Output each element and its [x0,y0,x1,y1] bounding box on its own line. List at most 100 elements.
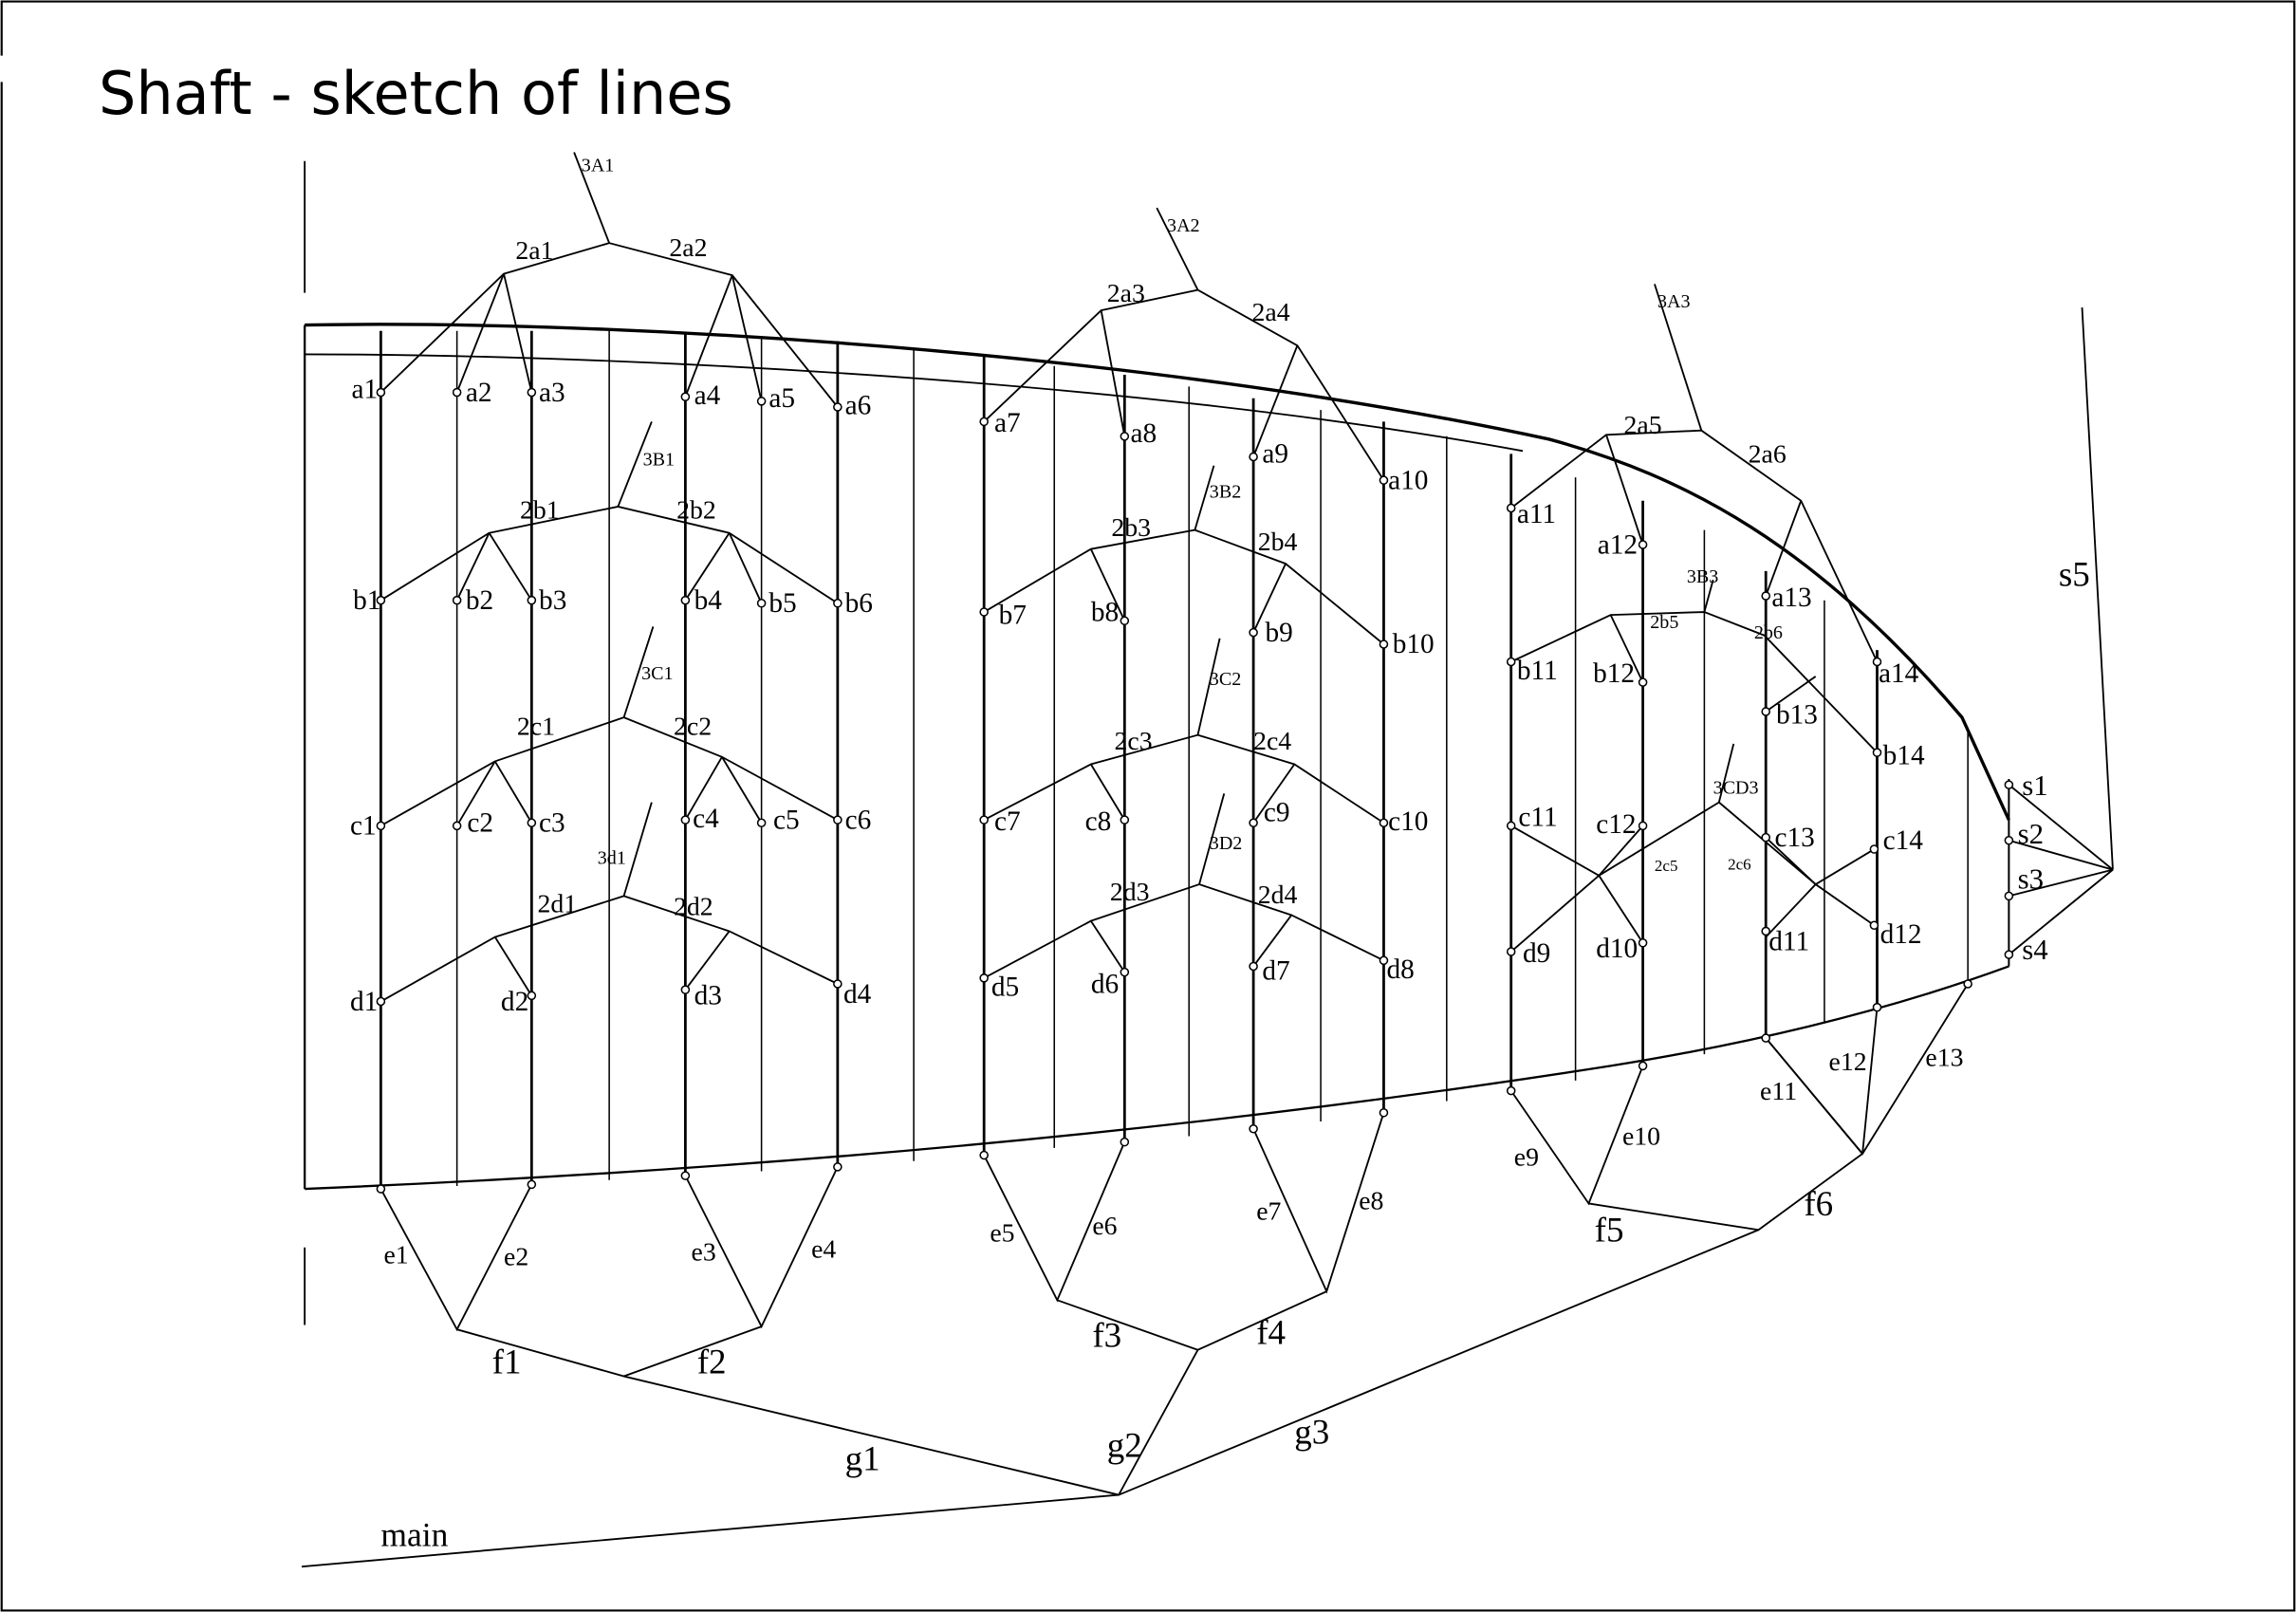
point-label-c: c5 [773,805,800,835]
point-label-s: s2 [2018,818,2044,850]
junction-point [527,1179,537,1190]
junction-point [376,595,386,605]
point-label-d: d8 [1387,954,1415,985]
point-label-f: f3 [1092,1317,1121,1356]
junction-point [1120,616,1130,626]
point-label-d: d12 [1880,919,1922,950]
point-label-third: 3A1 [582,156,615,176]
point-label-c: c4 [693,804,719,834]
point-label-second-c: 2c4 [1253,727,1291,756]
point-label-b: b3 [539,585,566,616]
point-label-e: e13 [1925,1043,1963,1072]
point-label-third: 3D2 [1210,833,1243,854]
junction-point [979,607,989,617]
junction-point [1506,947,1516,956]
point-label-a: a6 [845,391,872,421]
point-label-second-d: 2d3 [1110,878,1150,907]
point-label-c: c1 [350,811,377,842]
point-label-e: e10 [1622,1122,1660,1152]
point-label-b: b14 [1883,741,1925,771]
point-label-second-d: 2d4 [1258,880,1298,910]
junction-point [833,979,842,989]
point-label-second-b: 2b5 [1650,612,1678,633]
point-label-second-b: 2b1 [520,495,560,525]
point-label-f: f5 [1595,1212,1624,1251]
panel-verticals [380,330,1969,1190]
junction-point [756,397,767,406]
point-label-a: a3 [539,378,565,408]
junction-point [1120,967,1130,977]
junction-point [376,996,386,1007]
junction-point [1638,821,1648,831]
point-label-e: e5 [990,1219,1014,1249]
point-label-third: 3C2 [1210,669,1241,690]
junction-point [680,595,691,605]
point-label-e: e1 [383,1241,408,1270]
junction-point [1506,503,1516,513]
point-label-third: 3B3 [1687,566,1718,587]
junction-point [452,595,462,605]
junction-point [1761,591,1770,601]
junction-point [1379,955,1389,966]
point-label-c: c8 [1085,806,1112,837]
line-network [301,152,2114,1568]
point-label-second-b: 2b6 [1754,622,1783,643]
junction-point [376,387,386,398]
junction-point [1872,657,1882,667]
junction-point [756,818,767,828]
junction-point [2004,780,2014,789]
junction-point [833,1162,842,1172]
junction-point [527,595,537,605]
point-label-f: f4 [1256,1314,1286,1353]
point-label-c: c9 [1264,798,1290,828]
junction-point [1638,1061,1648,1071]
point-label-d: d7 [1262,955,1289,986]
point-label-f: f6 [1804,1185,1833,1224]
junction-point [1249,1123,1258,1134]
point-label-b: b10 [1393,629,1435,659]
junction-point [1249,627,1258,638]
point-label-e: e12 [1829,1047,1867,1077]
junction-point [756,598,767,608]
junction-point [376,1184,386,1194]
point-label-e: e4 [811,1235,836,1265]
junction-point [1120,815,1130,825]
point-label-g: g2 [1107,1426,1142,1465]
point-label-a: a13 [1771,583,1811,613]
junction-point [1120,1137,1130,1147]
point-label-a: a10 [1388,465,1428,495]
point-label-d: d1 [350,987,378,1017]
point-label-third: 3A2 [1167,215,1200,236]
point-label-a: a5 [768,383,795,414]
point-label-e: e8 [1359,1187,1383,1216]
junction-point [1761,926,1770,936]
point-label-second-a: 2a3 [1107,279,1145,308]
point-label-second-c: 2c5 [1655,857,1678,875]
point-label-d: d2 [501,987,528,1017]
junction-point [833,598,842,608]
point-label-b: b8 [1091,597,1119,627]
point-label-b: b13 [1776,699,1818,730]
point-label-second-a: 2a6 [1749,440,1787,470]
junction-point [833,815,842,825]
junction-point [1638,938,1648,948]
point-label-b: b5 [768,588,796,619]
point-label-s: s4 [2022,934,2047,966]
point-label-b: b4 [694,585,723,616]
point-label-c: c6 [845,805,872,835]
junction-point [680,1171,691,1180]
point-label-a: a4 [694,380,721,411]
point-label-second-d: 2d2 [674,892,713,921]
junction-point [1249,452,1258,462]
point-label-second-c: 2c6 [1728,856,1751,874]
point-label-c: c12 [1596,809,1636,840]
junction-point [527,991,537,1001]
junction-point [1869,844,1879,854]
point-label-b: b1 [353,585,380,616]
junction-point [452,387,462,398]
point-label-second-c: 2c1 [517,713,555,742]
point-label-s: s5 [2059,555,2090,594]
junction-point [833,402,842,412]
junction-point [2004,835,2014,845]
